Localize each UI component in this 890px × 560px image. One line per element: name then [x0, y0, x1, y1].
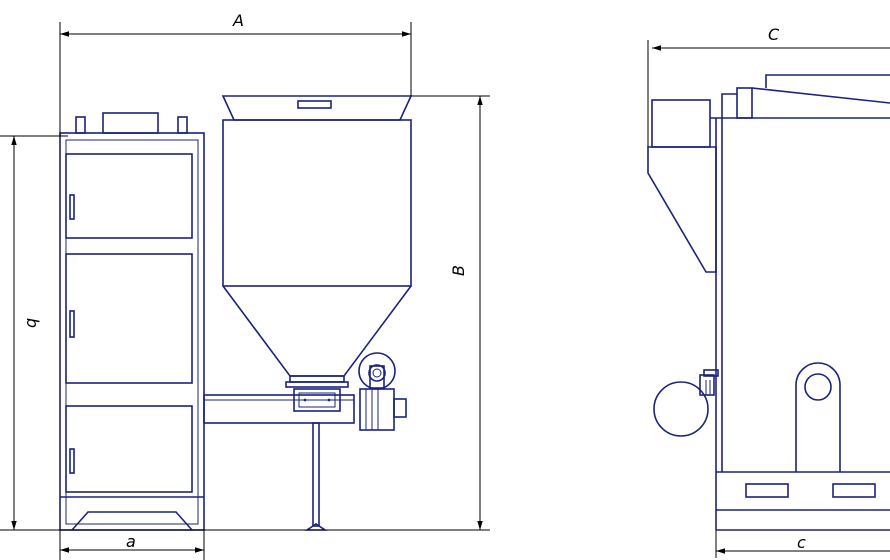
lifting-lug: [795, 362, 841, 472]
front-view: [59, 95, 413, 531]
dim-label-a: a: [126, 532, 136, 551]
lower-door: [65, 405, 193, 493]
side-view: [647, 74, 890, 531]
base-slot: [832, 483, 876, 498]
dim-label-q: q: [21, 318, 40, 328]
door-handle: [69, 448, 75, 474]
door-handle: [69, 310, 75, 338]
dim-label-C: C: [768, 25, 780, 44]
dim-label-B: B: [449, 265, 468, 276]
door-handle: [69, 194, 75, 220]
support-leg: [312, 422, 320, 527]
feeder-motor: [358, 352, 407, 431]
upper-door: [65, 153, 193, 239]
dim-label-c: c: [797, 533, 806, 552]
base-slot: [745, 483, 789, 498]
side-dimensions: C c: [647, 25, 890, 558]
feeder-pipe: [203, 394, 355, 424]
middle-door: [65, 253, 193, 384]
front-dimensions: A B q a: [0, 11, 490, 560]
feeder-box: [293, 388, 341, 412]
fuel-hopper: [221, 95, 413, 531]
side-motor: [653, 381, 709, 437]
boiler-body: [59, 112, 205, 531]
dim-label-A: A: [232, 11, 244, 30]
